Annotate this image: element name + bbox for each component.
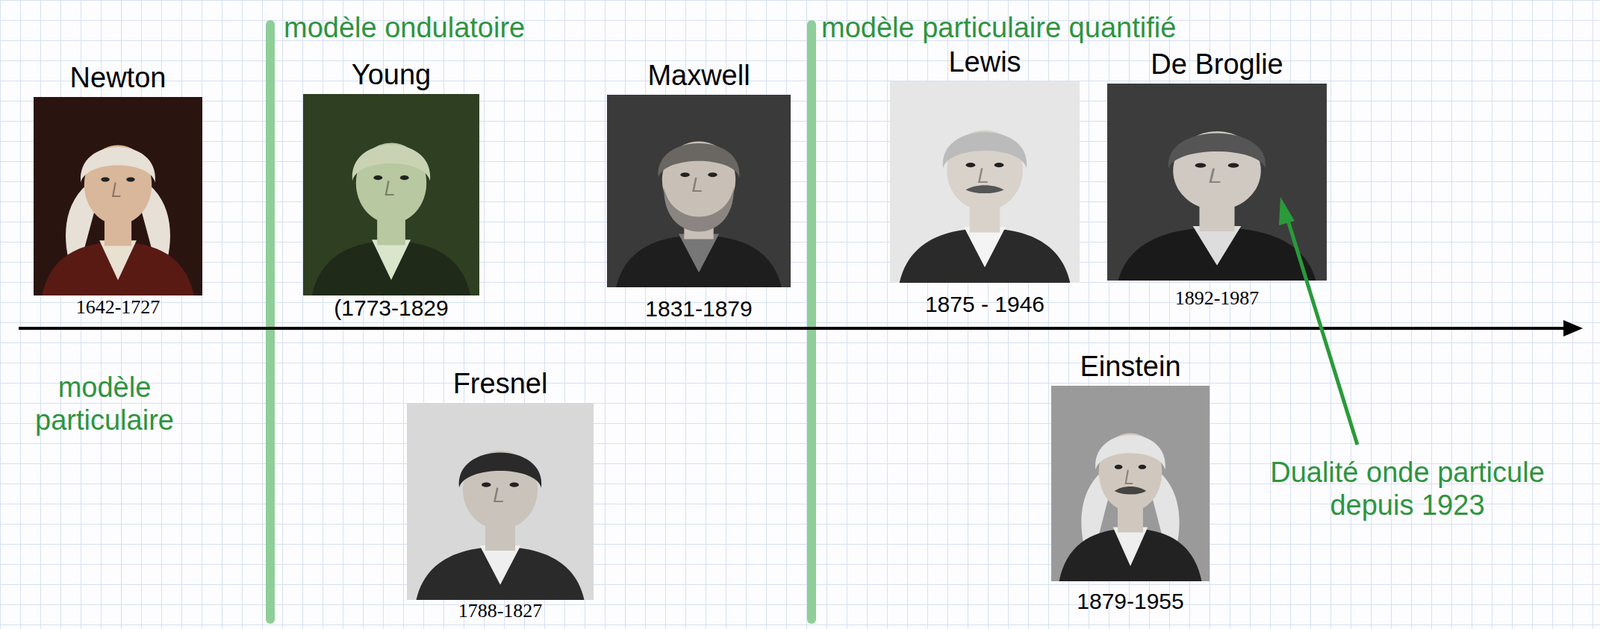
portrait-card: Einstein 1879-1955 — [1051, 351, 1210, 614]
portrait — [889, 81, 1080, 283]
portrait-card: Newton 1642-1727 — [33, 62, 203, 319]
portrait-space — [1107, 80, 1327, 289]
portrait-space — [1051, 383, 1210, 590]
portrait-card: De Broglie 1892-1987 — [1107, 49, 1327, 310]
callout-arrow-head — [1278, 197, 1295, 226]
portrait-space — [303, 91, 480, 296]
portrait-card: Maxwell 1831-1879 — [606, 60, 791, 322]
life-dates: 1875 - 1946 — [889, 291, 1080, 317]
portrait-space — [606, 91, 791, 297]
portrait-card: Fresnel 1788-1827 — [406, 368, 594, 622]
portrait-space — [889, 78, 1080, 292]
portrait-card: Young (1773-1829 — [303, 59, 480, 321]
life-dates: 1642-1727 — [33, 297, 203, 319]
person-name: Einstein — [1051, 351, 1210, 384]
era-separator — [265, 20, 275, 625]
portrait — [1051, 386, 1210, 582]
portrait — [33, 97, 203, 296]
person-name: Fresnel — [406, 368, 594, 401]
person-name: Young — [303, 59, 480, 92]
era-separator — [807, 20, 817, 625]
life-dates: 1831-1879 — [606, 296, 791, 322]
person-name: Newton — [33, 62, 203, 95]
life-dates: 1879-1955 — [1051, 589, 1210, 614]
time-axis-head — [1563, 320, 1583, 337]
portrait-space — [33, 94, 203, 298]
person-name: Maxwell — [606, 60, 791, 92]
model-label: modèle ondulatoire — [283, 11, 525, 45]
model-label: modèle particulaire — [7, 371, 202, 437]
life-dates: 1788-1827 — [406, 601, 594, 623]
portrait — [1107, 83, 1327, 281]
portrait-card: Lewis 1875 - 1946 — [889, 47, 1080, 317]
portrait-space — [406, 400, 594, 602]
life-dates: (1773-1829 — [303, 295, 480, 321]
model-label: modèle particulaire quantifié — [821, 11, 1176, 45]
portrait — [406, 403, 594, 601]
model-label: Dualité onde particule depuis 1923 — [1231, 456, 1583, 522]
portrait — [606, 94, 791, 288]
portrait — [303, 94, 480, 296]
person-name: Lewis — [889, 47, 1080, 79]
time-axis — [18, 327, 1567, 331]
person-name: De Broglie — [1107, 49, 1327, 81]
callout-arrow — [1287, 218, 1358, 445]
life-dates: 1892-1987 — [1107, 288, 1327, 310]
